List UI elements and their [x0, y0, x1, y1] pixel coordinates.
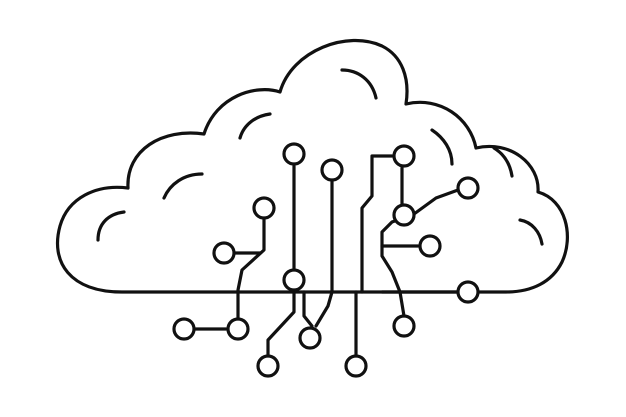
circuit-node: [344, 354, 368, 378]
cloud-highlight-arc: [162, 172, 204, 200]
circuit-trace: [380, 188, 460, 318]
circuit-node: [392, 314, 416, 338]
circuit-node: [392, 203, 416, 227]
cloud-outline: [55, 38, 569, 294]
circuit-node: [456, 280, 480, 304]
cloud-highlight-arc: [238, 112, 272, 140]
cloud-highlight-arc: [96, 210, 126, 242]
cloud-outline-path: [55, 38, 569, 294]
circuit-node: [456, 176, 480, 200]
circuit-node: [392, 144, 416, 168]
circuit-nodes: [172, 142, 480, 378]
circuit-node: [252, 196, 276, 220]
cloud-highlight-arc: [492, 146, 514, 178]
circuit-node: [282, 268, 306, 292]
circuit-node: [418, 234, 442, 258]
circuit-trace: [302, 290, 314, 328]
circuit-trace: [360, 154, 394, 294]
circuit-node: [298, 326, 322, 350]
cloud-highlight-arc: [340, 68, 378, 100]
circuit-node: [226, 317, 250, 341]
circuit-node: [256, 354, 280, 378]
circuit-trace: [314, 178, 334, 328]
circuit-node: [172, 317, 196, 341]
cloud-highlight-arc: [430, 128, 454, 166]
cloud-highlight-arc: [518, 218, 544, 246]
circuit-node: [282, 142, 306, 166]
circuit-node: [320, 158, 344, 182]
circuit-trace: [266, 290, 296, 358]
circuit-node: [212, 241, 236, 265]
circuit-trace: [236, 206, 276, 320]
